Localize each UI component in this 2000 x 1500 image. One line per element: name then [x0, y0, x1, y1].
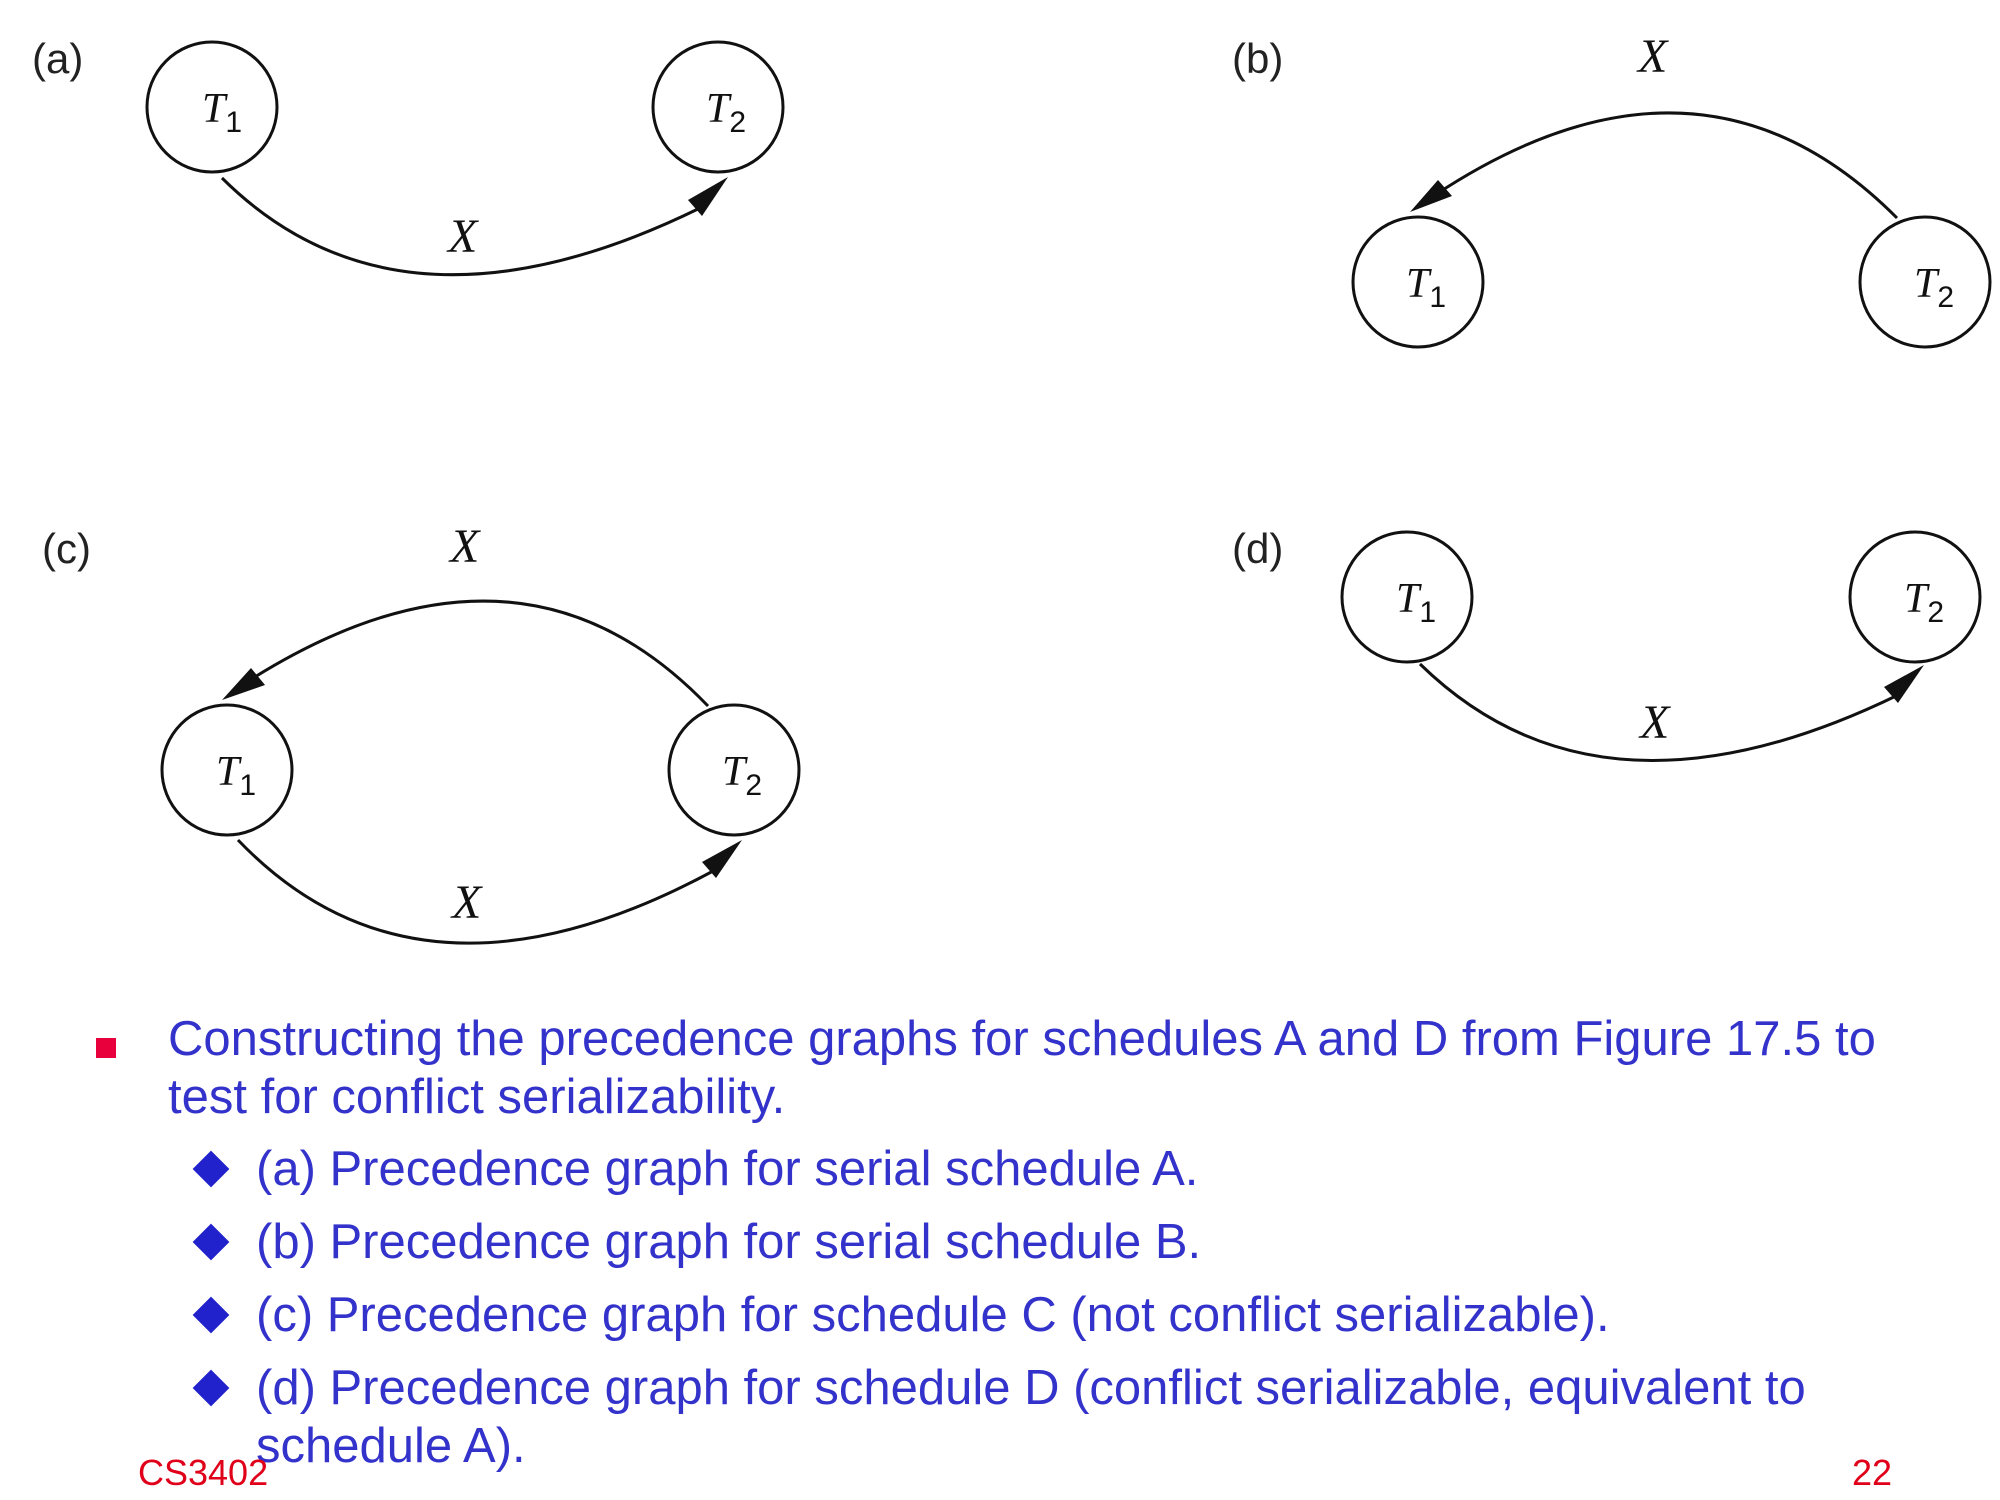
panel-a-edge-t1-t2 — [220, 176, 701, 277]
panel-c-node-t1 — [160, 703, 294, 837]
panel-c-node-t2-letter: T — [722, 749, 748, 795]
caption-item-c-text: (c) Precedence graph for schedule C (not… — [256, 1288, 1610, 1342]
panel-b-node-t1-label: T1 — [1406, 261, 1446, 314]
panel-d-edge-label: X — [1638, 696, 1671, 749]
panel-b-node-t2-sub: 2 — [1937, 281, 1954, 314]
footer-page-number: 22 — [1852, 1452, 1893, 1493]
panel-b-node-t2 — [1858, 215, 1992, 349]
panel-c-edge-label-top: X — [448, 520, 481, 573]
panel-d-node-t1 — [1340, 530, 1474, 664]
diamond-bullet-icon — [192, 1223, 230, 1261]
footer-course-code: CS3402 — [138, 1452, 269, 1493]
precedence-graph-figure: (a) X T1 T2 (b) X T1 T2 (c) X X T1 T2 (d… — [32, 30, 1992, 945]
diamond-bullet-icon — [192, 1296, 230, 1334]
panel-d-node-t1-letter: T — [1396, 576, 1422, 622]
panel-d-label: (d) — [1232, 525, 1283, 572]
panel-b-label: (b) — [1232, 35, 1283, 82]
caption-item-a-text: (a) Precedence graph for serial schedule… — [256, 1142, 1199, 1196]
panel-b-node-t1 — [1351, 215, 1485, 349]
panel-c-node-t2-label: T2 — [722, 749, 762, 802]
panel-c-node-t1-sub: 1 — [239, 769, 256, 802]
panel-c-edge-t2-t1 — [249, 599, 710, 708]
panel-b-node-t2-label: T2 — [1914, 261, 1954, 314]
panel-a-label: (a) — [32, 35, 83, 82]
panel-a-node-t1 — [145, 40, 279, 174]
panel-d: (d) X T1 T2 — [1232, 525, 1982, 762]
panel-b-edge-label: X — [1636, 30, 1669, 83]
panel-a-node-t1-sub: 1 — [225, 106, 242, 139]
panel-b-edge-t2-t1 — [1434, 111, 1899, 220]
panel-a-node-t1-label: T1 — [202, 86, 242, 139]
panel-c-node-t1-label: T1 — [216, 749, 256, 802]
panel-d-node-t2-letter: T — [1904, 576, 1930, 622]
square-bullet-icon — [96, 1038, 116, 1058]
panel-a-node-t2-letter: T — [706, 86, 732, 132]
panel-c-edge-t1-t2 — [236, 838, 716, 945]
caption: Constructing the precedence graphs for s… — [0, 1010, 2000, 1500]
panel-c-edge-label-bottom: X — [450, 876, 483, 929]
panel-a-node-t2 — [651, 40, 785, 174]
panel-a-node-t1-letter: T — [202, 86, 228, 132]
panel-b-arrowhead — [1410, 180, 1452, 212]
diamond-bullet-icon — [192, 1369, 230, 1407]
panel-b-node-t1-sub: 1 — [1429, 281, 1446, 314]
caption-item-d-text: (d) Precedence graph for schedule D (con… — [256, 1361, 1806, 1415]
panel-d-edge-t1-t2 — [1418, 662, 1899, 762]
panel-d-node-t2 — [1848, 530, 1982, 664]
panel-d-node-t2-sub: 2 — [1927, 596, 1944, 629]
panel-a-node-t2-label: T2 — [706, 86, 746, 139]
panel-d-node-t1-sub: 1 — [1419, 596, 1436, 629]
panel-d-node-t2-label: T2 — [1904, 576, 1944, 629]
panel-a-node-t2-sub: 2 — [729, 106, 746, 139]
panel-b-node-t2-letter: T — [1914, 261, 1940, 307]
diamond-bullet-icon — [192, 1150, 230, 1188]
panel-c-node-t2-sub: 2 — [745, 769, 762, 802]
caption-main-line-2: test for conflict serializability. — [168, 1070, 786, 1124]
panel-b-node-t1-letter: T — [1406, 261, 1432, 307]
caption-item-d-text-cont: schedule A). — [256, 1419, 526, 1473]
panel-a: (a) X T1 T2 — [32, 35, 785, 277]
caption-main-line-1: Constructing the precedence graphs for s… — [168, 1012, 1876, 1066]
panel-a-edge-label: X — [446, 210, 479, 263]
caption-item-b-text: (b) Precedence graph for serial schedule… — [256, 1215, 1202, 1269]
panel-c: (c) X X T1 T2 — [42, 520, 801, 945]
panel-c-arrowhead-top — [222, 668, 265, 700]
panel-a-arrowhead — [688, 177, 728, 216]
caption-main-text: Constructing the precedence graphs for s… — [168, 1010, 1948, 1126]
panel-d-arrowhead — [1884, 665, 1924, 703]
panel-c-node-t2 — [667, 703, 801, 837]
panel-d-node-t1-label: T1 — [1396, 576, 1436, 629]
panel-c-arrowhead-bottom — [702, 840, 742, 878]
panel-b: (b) X T1 T2 — [1232, 30, 1992, 349]
panel-c-node-t1-letter: T — [216, 749, 242, 795]
panel-c-label: (c) — [42, 525, 91, 572]
